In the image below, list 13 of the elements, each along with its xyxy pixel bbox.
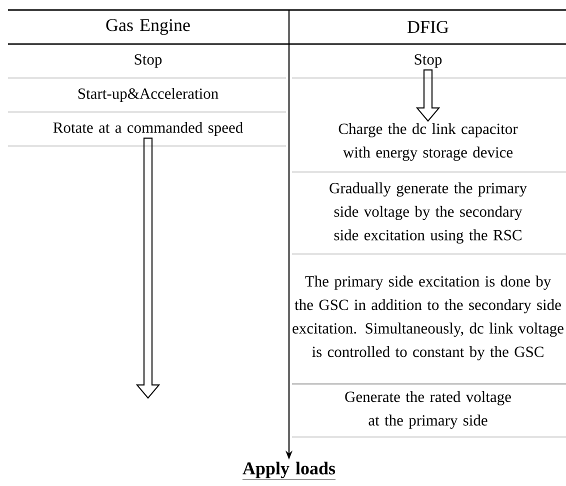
step-text: Start-up&Acceleration	[78, 88, 218, 102]
column-header: Gas Engine	[106, 19, 190, 35]
step-text: Gradually generate the primary side voltage by the secondary side excitation using the RSC	[330, 182, 527, 244]
step-text: Generate the rated voltage at the primary side	[345, 391, 511, 429]
result-label: Apply loads	[242, 462, 336, 480]
hollow-arrow	[416, 69, 440, 122]
step-text: The primary side excitation is done by the GSC in addition to the secondary side excitation. Simultaneously, dc link voltage is controlled to constant by the GSC	[292, 276, 564, 360]
step-text: Stop	[414, 54, 442, 68]
step-text: Rotate at a commanded speed	[53, 122, 243, 136]
column-header: DFIG	[408, 20, 448, 34]
step-text: Charge the dc link capacitor with energy storage device	[338, 123, 518, 161]
hollow-arrow	[136, 138, 160, 399]
step-text: Stop	[134, 54, 162, 68]
